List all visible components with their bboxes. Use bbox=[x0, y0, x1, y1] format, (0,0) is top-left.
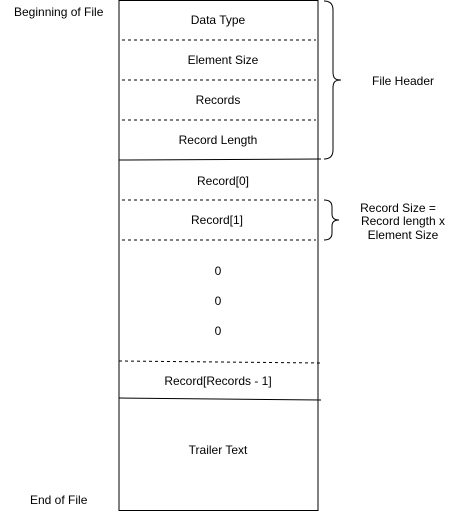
section-records: Records bbox=[196, 93, 241, 107]
header-end-line bbox=[118, 158, 322, 161]
section-record-length: Record Length bbox=[179, 133, 258, 147]
section-element-size: Element Size bbox=[188, 53, 259, 67]
section-record-last: Record[Records - 1] bbox=[164, 374, 271, 388]
file-header-brace bbox=[323, 0, 342, 160]
section-trailer: Trailer Text bbox=[189, 443, 248, 457]
file-column bbox=[118, 0, 319, 511]
label-beginning-of-file: Beginning of File bbox=[14, 5, 104, 19]
section-record-1: Record[1] bbox=[191, 213, 243, 227]
section-data-type: Data Type bbox=[191, 13, 246, 27]
section-record-0: Record[0] bbox=[197, 174, 249, 188]
label-record-size-line-1: Record Size = bbox=[360, 201, 436, 215]
ellipsis-row-1: 0 bbox=[215, 264, 222, 278]
separator-dashed-6 bbox=[118, 360, 322, 364]
ellipsis-row-2: 0 bbox=[215, 294, 222, 308]
label-record-size-line-3: Element Size bbox=[368, 228, 439, 242]
label-file-header: File Header bbox=[372, 74, 434, 88]
records-end-line bbox=[118, 397, 322, 401]
label-record-size-line-2: Record length x bbox=[361, 214, 445, 228]
ellipsis-row-3: 0 bbox=[215, 324, 222, 338]
record-size-brace bbox=[323, 199, 340, 241]
label-end-of-file: End of File bbox=[30, 493, 88, 507]
